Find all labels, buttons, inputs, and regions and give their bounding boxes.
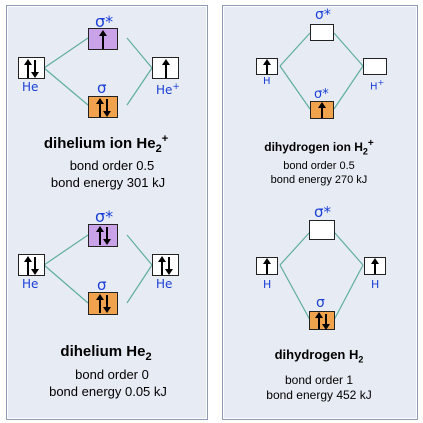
- h2plus-bond-order: bond order 0.5: [283, 160, 355, 172]
- h2-title: dihydrogen H2: [274, 347, 364, 365]
- electron-up-arrow: [24, 256, 32, 275]
- electron-down-arrow: [31, 60, 39, 78]
- electron-up-arrow: [371, 258, 379, 274]
- h2-right-h-orbital: [364, 257, 386, 275]
- h2-left-h-orbital: [256, 257, 278, 275]
- electron-up-arrow: [96, 294, 104, 313]
- h2plus-sigma-label: σ*: [314, 87, 329, 102]
- h2plus-left-h-orbital: [256, 58, 278, 75]
- electron-down-arrow: [103, 227, 111, 245]
- h2plus-sigma-star-orbital: [310, 24, 334, 41]
- he2-bond-order: bond order 0: [75, 367, 149, 382]
- he2plus-left-he-orbital: [18, 57, 45, 79]
- he2-sigma-label: σ: [97, 276, 107, 294]
- electron-up-arrow: [158, 256, 166, 275]
- h2-bond-order: bond order 1: [284, 373, 354, 387]
- electron-up-arrow: [263, 258, 271, 274]
- h2-bond-energy: bond energy 452 kJ: [266, 388, 372, 402]
- electron-down-arrow: [103, 99, 111, 117]
- he2-right-he-orbital: [152, 254, 179, 276]
- he2plus-left-atom-label: He: [22, 80, 39, 94]
- electron-down-arrow: [165, 257, 173, 275]
- electron-up-arrow: [96, 226, 104, 245]
- he2-left-atom-label: He: [22, 277, 39, 291]
- h2plus-sigma-star-label: σ*: [315, 7, 331, 23]
- he2plus-sigma-orbital: [88, 96, 118, 118]
- he2plus-sigma-star-orbital: [88, 28, 118, 50]
- h2-sigma-orbital: [309, 311, 335, 330]
- he2-sigma-star-label: σ*: [95, 207, 114, 226]
- electron-down-arrow: [322, 314, 330, 330]
- h2-right-atom-label: H: [371, 278, 380, 291]
- h2-left-atom-label: H: [263, 278, 272, 291]
- electron-up-arrow: [162, 59, 170, 78]
- h2plus-title: dihydrogen ion H2+: [264, 138, 374, 157]
- he2plus-right-he-orbital: [152, 57, 179, 79]
- h2-sigma-star-label: σ*: [314, 203, 332, 221]
- he2plus-bond-energy: bond energy 301 kJ: [50, 175, 166, 190]
- electron-up-arrow: [96, 98, 104, 117]
- he2plus-sigma-label: σ: [97, 79, 107, 97]
- he2plus-bond-order: bond order 0.5: [69, 158, 155, 173]
- he2-sigma-star-orbital: [88, 224, 118, 247]
- electron-down-arrow: [31, 257, 39, 275]
- h2plus-right-atom-label: H+: [370, 78, 385, 93]
- h2plus-left-atom-label: H: [263, 76, 271, 87]
- he2-sigma-orbital: [88, 292, 118, 315]
- he2plus-right-atom-label: He+: [156, 82, 180, 97]
- h2plus-bond-energy: bond energy 270 kJ: [270, 174, 368, 186]
- he2-title: dihelium He2: [60, 343, 152, 363]
- he2-right-atom-label: He: [156, 277, 173, 291]
- electron-up-arrow: [315, 312, 323, 329]
- he2plus-title: dihelium ion He2+: [43, 133, 169, 155]
- h2plus-sigma-orbital: [310, 101, 334, 119]
- h2-sigma-star-orbital: [309, 220, 335, 240]
- h2-sigma-label: σ: [316, 295, 325, 311]
- electron-up-arrow: [99, 30, 107, 49]
- electron-down-arrow: [103, 295, 111, 313]
- electron-up-arrow: [263, 59, 271, 74]
- h2plus-right-h-orbital: [363, 58, 387, 75]
- electron-up-arrow: [318, 102, 326, 118]
- he2plus-sigma-star-label: σ*: [95, 12, 114, 31]
- electron-up-arrow: [24, 59, 32, 78]
- he2-left-he-orbital: [18, 254, 45, 276]
- he2-bond-energy: bond energy 0.05 kJ: [49, 384, 167, 399]
